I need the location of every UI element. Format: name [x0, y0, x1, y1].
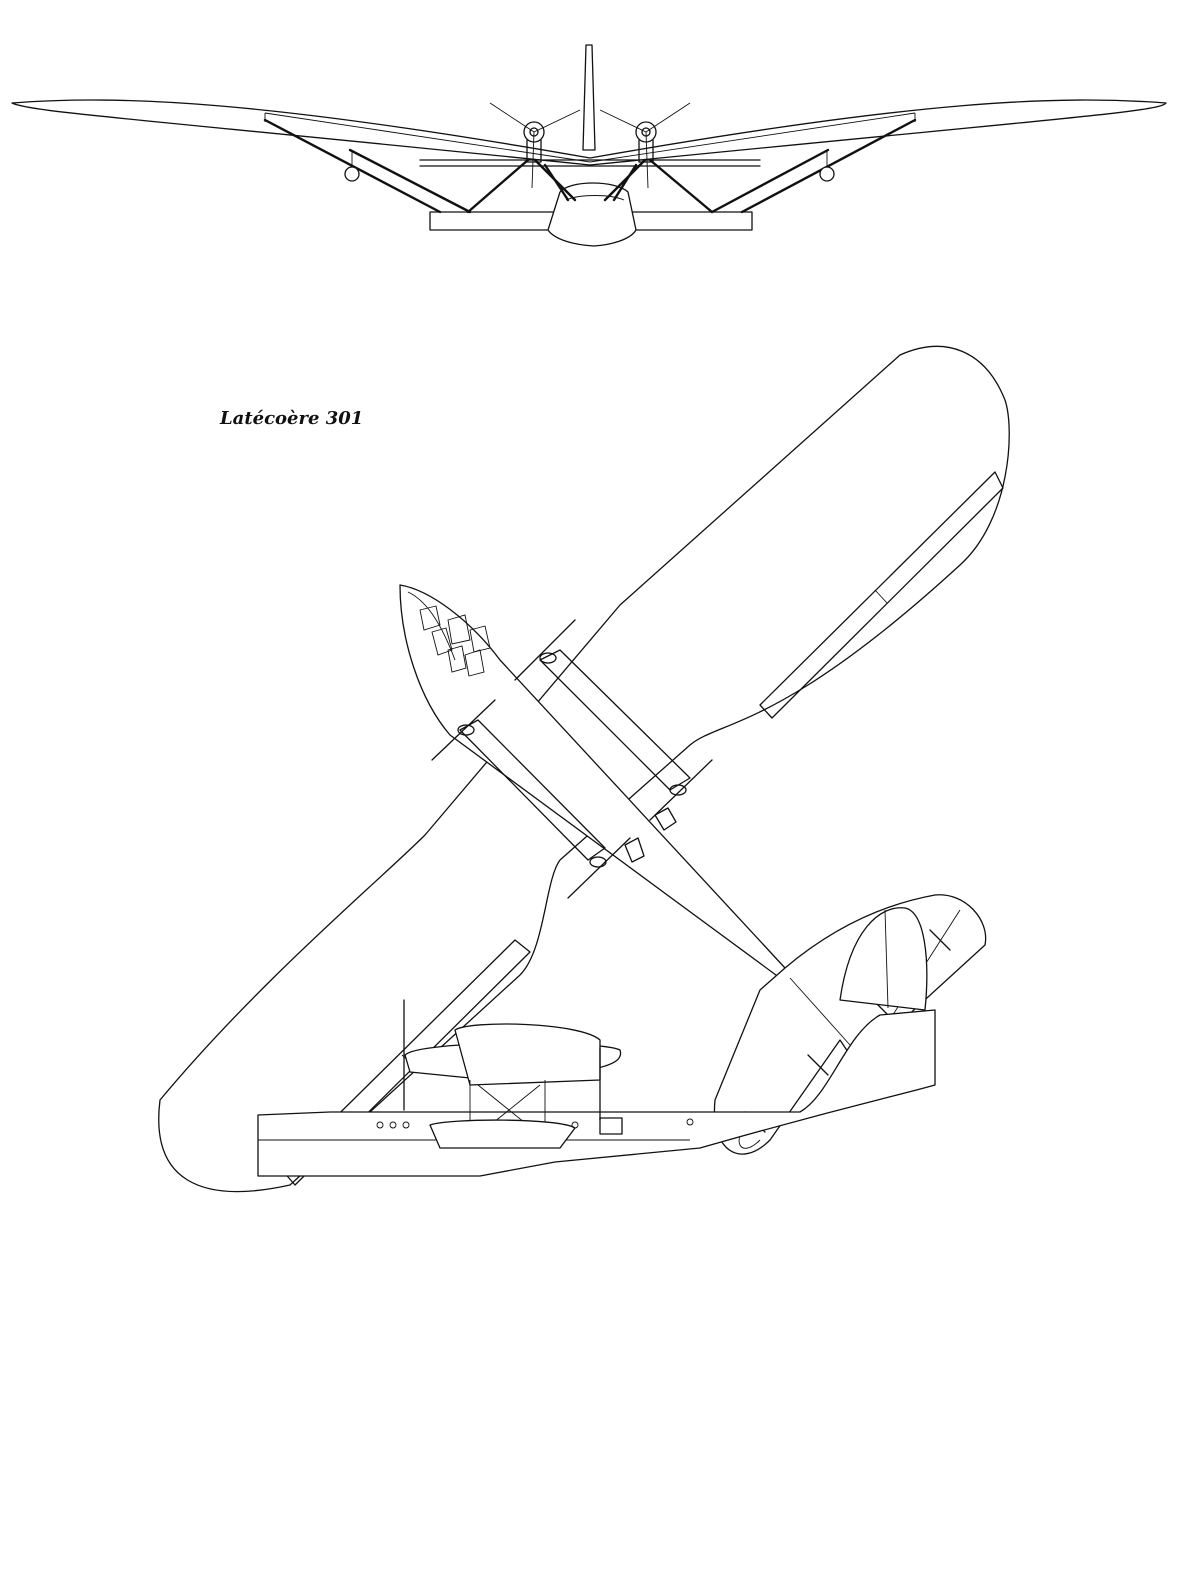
front-engine-right	[599, 102, 691, 189]
side-door	[599, 1117, 623, 1135]
top-propeller-3	[649, 759, 713, 821]
front-engine-left	[489, 102, 581, 189]
top-aileron-left	[281, 939, 531, 1186]
front-view	[11, 44, 1167, 247]
side-sponson	[429, 1119, 576, 1149]
top-nacelle-rear	[459, 719, 606, 861]
front-wingtip-float-right	[819, 150, 835, 182]
front-tail-fin	[582, 44, 596, 151]
top-nacelle-front	[539, 649, 691, 791]
front-struts	[263, 118, 917, 214]
front-wing	[11, 99, 1167, 166]
side-wing-section	[454, 1023, 601, 1086]
top-cockpit	[419, 605, 491, 677]
front-wingtip-float-left	[344, 150, 360, 182]
top-propeller-2	[431, 699, 496, 761]
side-tail-fin	[839, 907, 928, 1011]
side-portholes	[376, 1118, 694, 1129]
top-propeller-4	[567, 837, 631, 899]
side-hull	[257, 1009, 936, 1177]
aircraft-title: Latécoère 301	[220, 408, 364, 429]
front-tailplane	[419, 159, 761, 167]
top-propeller-1	[514, 619, 576, 681]
top-aileron-right	[759, 471, 1004, 719]
